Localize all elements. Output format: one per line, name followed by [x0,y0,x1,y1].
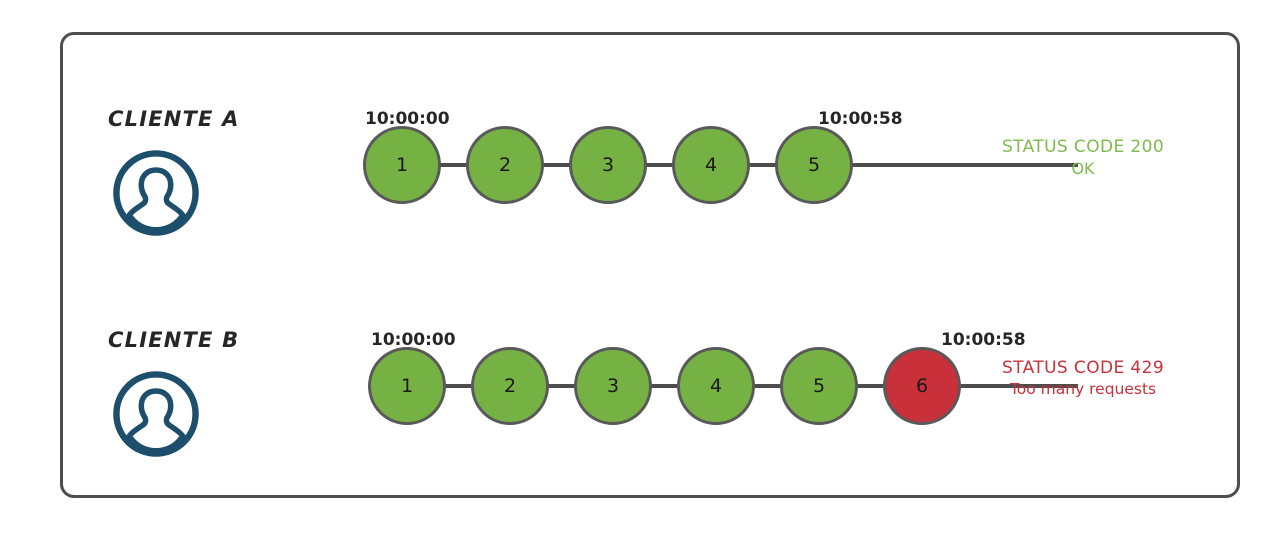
user-avatar-icon [110,147,202,239]
end-time-a: 10:00:58 [818,109,903,129]
status-badge-a: STATUS CODE 200 OK [968,137,1198,179]
client-row-b: CLIENTE B 10:00:00 10:00:58 1 2 3 4 5 6 … [63,280,1243,480]
status-code-a: STATUS CODE 200 [1001,137,1165,157]
request-node[interactable]: 3 [569,126,647,204]
timeline-a: 10:00:00 10:00:58 1 2 3 4 5 STATUS CODE … [293,59,1243,259]
request-node[interactable]: 1 [368,347,446,425]
request-node[interactable]: 2 [471,347,549,425]
start-time-b: 10:00:00 [371,330,456,350]
request-node[interactable]: 5 [780,347,858,425]
status-badge-b: STATUS CODE 429 Too many requests [968,358,1198,400]
start-time-a: 10:00:00 [365,109,450,129]
request-node[interactable]: 4 [672,126,750,204]
request-node[interactable]: 4 [677,347,755,425]
diagram-panel: CLIENTE A 10:00:00 10:00:58 1 2 3 4 5 ST… [60,32,1240,498]
client-label-a: CLIENTE A [108,107,240,131]
request-node[interactable]: 2 [466,126,544,204]
request-node[interactable]: 1 [363,126,441,204]
client-label-b: CLIENTE B [108,328,240,352]
request-node[interactable]: 3 [574,347,652,425]
timeline-b: 10:00:00 10:00:58 1 2 3 4 5 6 STATUS COD… [293,280,1243,480]
request-node-blocked[interactable]: 6 [883,347,961,425]
end-time-b: 10:00:58 [941,330,1026,350]
status-text-a: OK [1071,158,1095,178]
client-row-a: CLIENTE A 10:00:00 10:00:58 1 2 3 4 5 ST… [63,59,1243,259]
request-node[interactable]: 5 [775,126,853,204]
status-text-b: Too many requests [1009,379,1157,398]
status-code-b: STATUS CODE 429 [1001,358,1165,378]
user-avatar-icon [110,368,202,460]
